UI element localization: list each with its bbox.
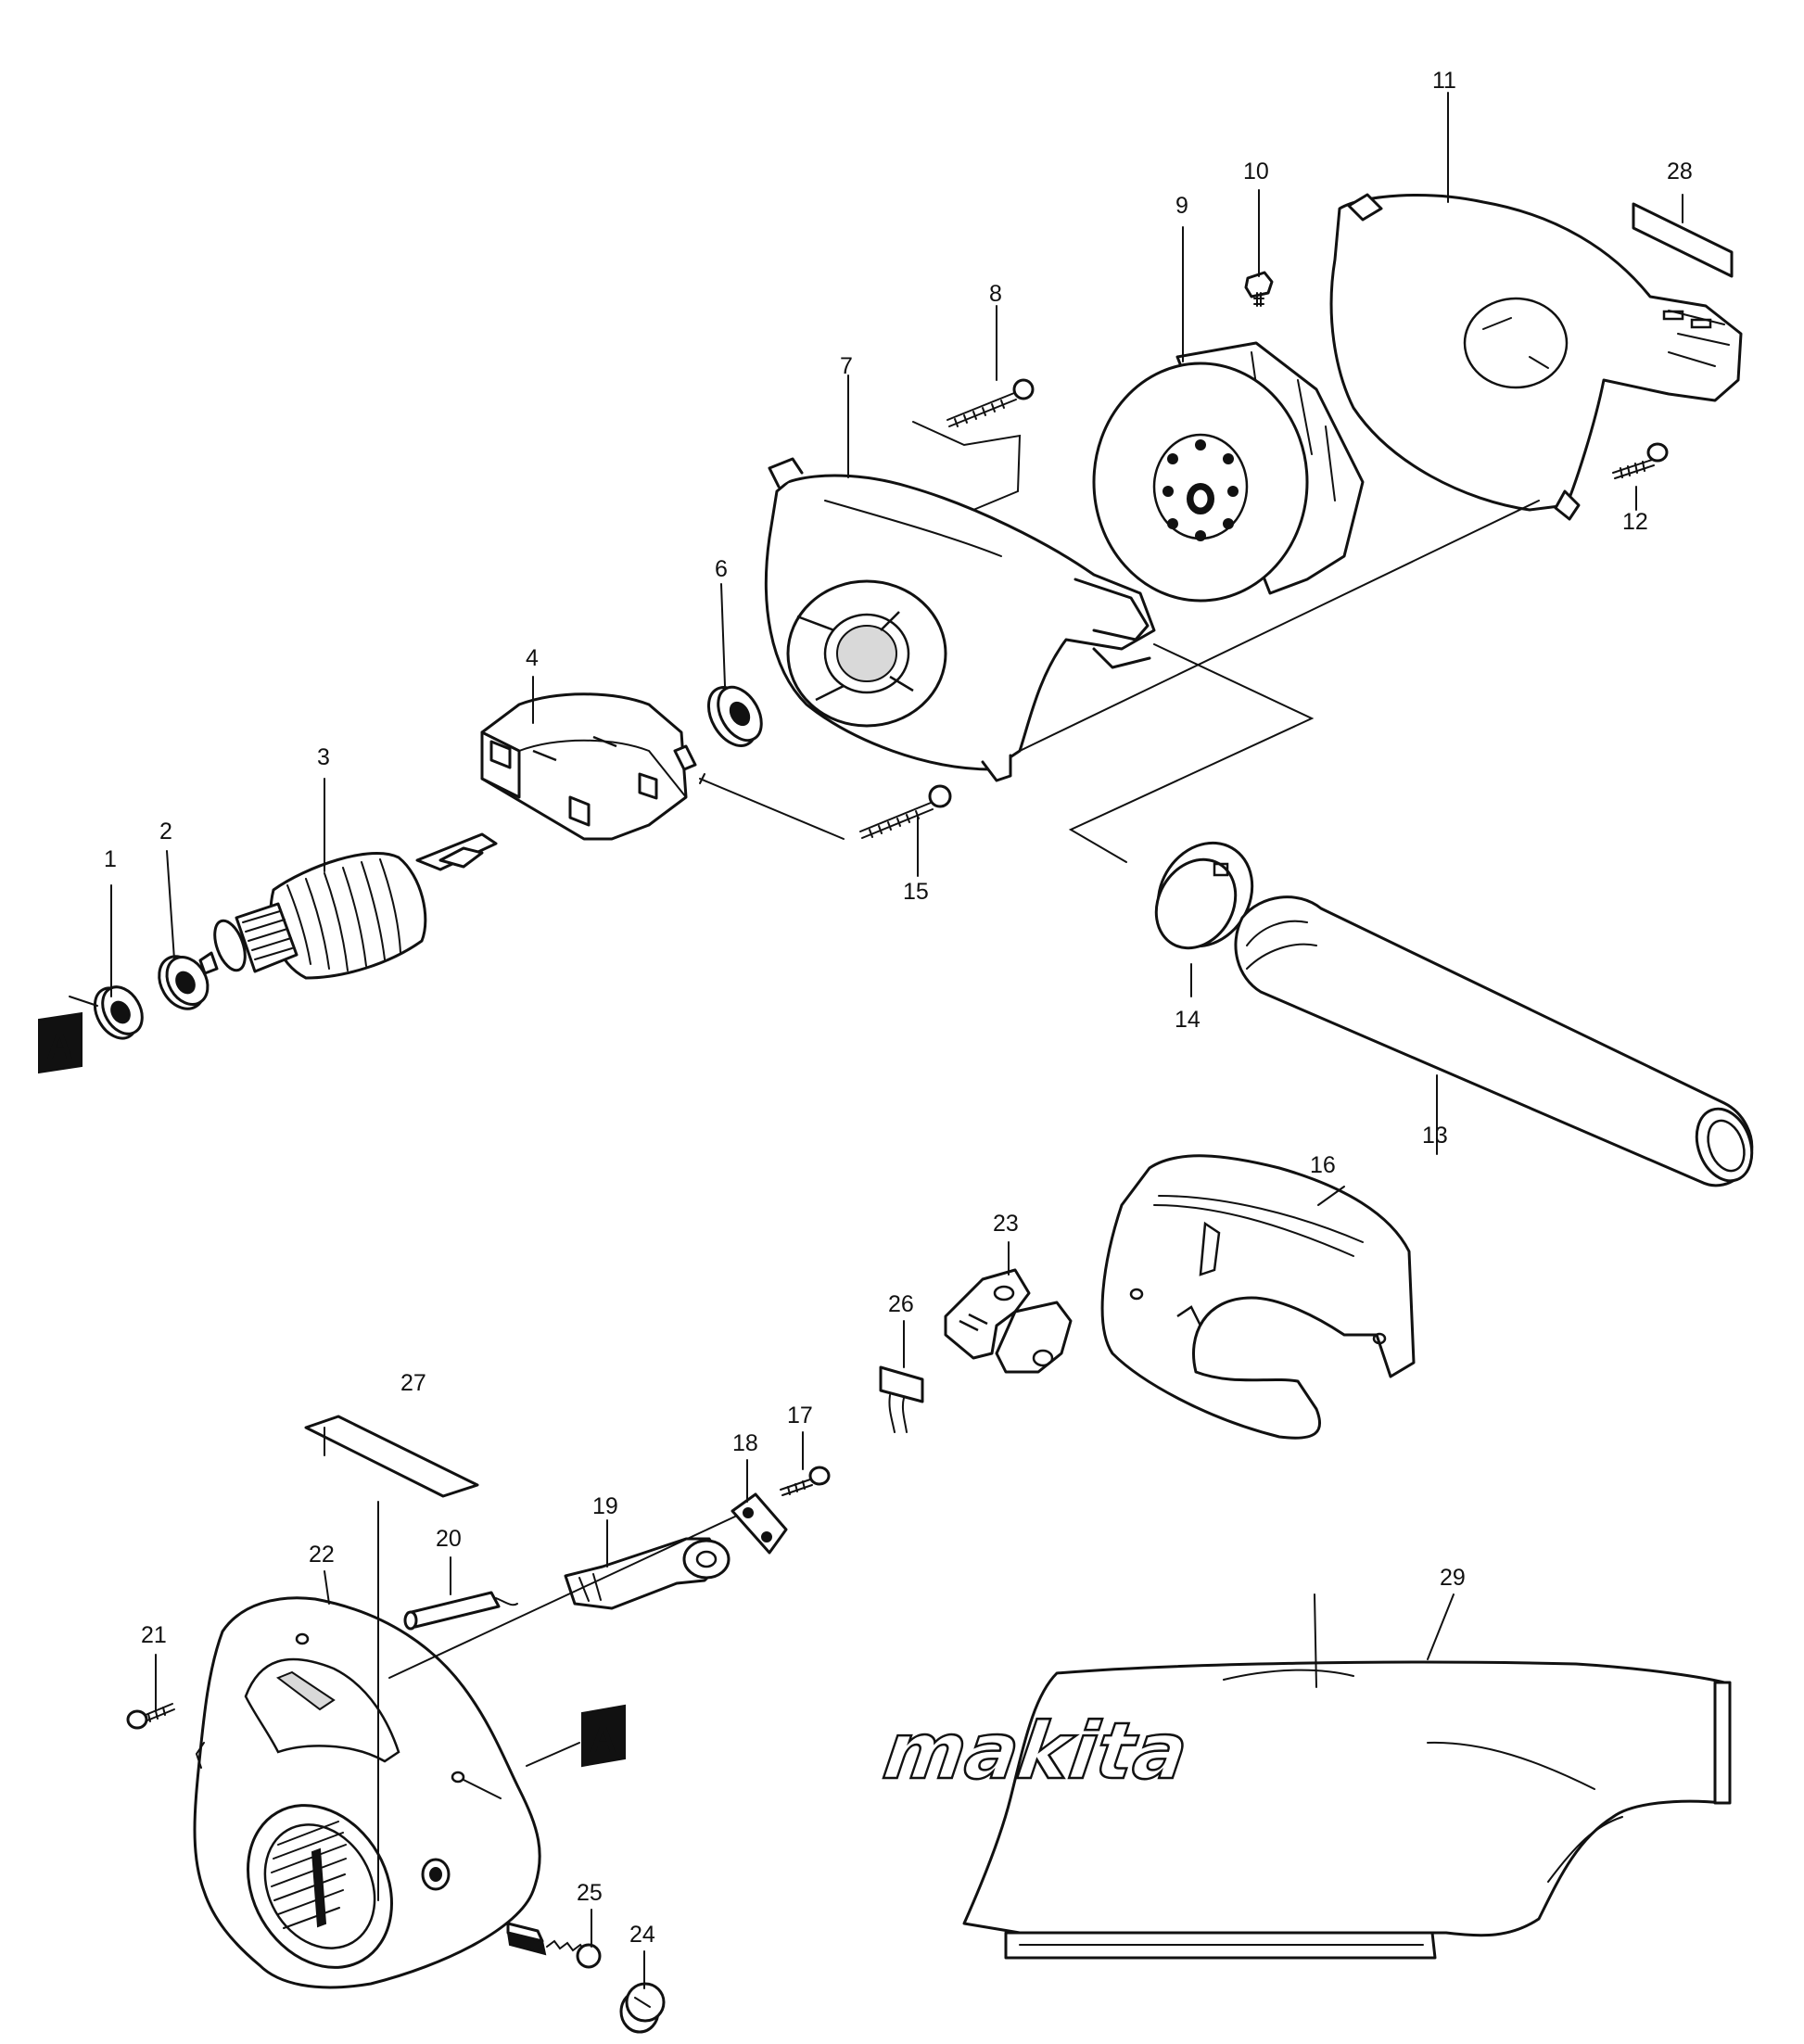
callout-16: 16 bbox=[1310, 1152, 1336, 1178]
part-26-capacitor bbox=[879, 1365, 924, 1433]
callout-4: 4 bbox=[526, 645, 539, 671]
callout-7: 7 bbox=[840, 353, 853, 379]
part-16-handle-half bbox=[1100, 1154, 1416, 1440]
part-14-ring bbox=[1154, 841, 1254, 950]
makita-logo: makita bbox=[879, 1706, 1193, 1796]
reference-marker-upper: A bbox=[38, 1011, 83, 1074]
part-23-switch bbox=[944, 1268, 1073, 1374]
part-20-wire bbox=[403, 1591, 518, 1631]
callout-27: 27 bbox=[400, 1370, 426, 1396]
callout-17: 17 bbox=[787, 1403, 813, 1428]
part-22-motor-housing bbox=[193, 1596, 541, 1989]
part-11-housing-cover bbox=[1329, 193, 1743, 521]
callout-2: 2 bbox=[159, 819, 172, 844]
part-1-bearing bbox=[93, 985, 144, 1040]
part-2-washer bbox=[158, 955, 210, 1010]
reference-marker-lower-text: A bbox=[590, 1720, 616, 1760]
part-27-label bbox=[304, 1415, 479, 1498]
part-10-screw bbox=[1244, 271, 1274, 307]
callout-12: 12 bbox=[1622, 509, 1648, 535]
part-6-bearing bbox=[706, 685, 763, 747]
callout-19: 19 bbox=[592, 1493, 618, 1519]
part-12-screw bbox=[1612, 442, 1669, 479]
part-28-label bbox=[1632, 202, 1734, 278]
callout-18: 18 bbox=[732, 1430, 758, 1456]
leader-lines bbox=[69, 92, 1683, 1989]
part-7-blower-housing bbox=[764, 457, 1156, 782]
callout-10: 10 bbox=[1243, 159, 1269, 184]
part-21-screw bbox=[126, 1703, 175, 1730]
part-17-screw bbox=[780, 1466, 831, 1496]
part-8-screw bbox=[946, 378, 1035, 427]
part-19-strain-relief bbox=[564, 1537, 730, 1610]
callout-15: 15 bbox=[903, 879, 929, 905]
part-18-cord-clamp bbox=[730, 1492, 788, 1555]
callout-11: 11 bbox=[1432, 68, 1456, 94]
part-15-screw bbox=[859, 784, 952, 839]
callout-3: 3 bbox=[317, 744, 330, 770]
callout-28: 28 bbox=[1667, 159, 1693, 184]
callout-6: 6 bbox=[715, 556, 728, 582]
callout-8: 8 bbox=[989, 281, 1002, 307]
callout-labels: 1 2 3 4 6 7 8 9 10 11 12 13 14 15 16 17 … bbox=[104, 68, 1693, 1948]
callout-21: 21 bbox=[141, 1622, 167, 1648]
callout-22: 22 bbox=[309, 1542, 335, 1568]
callout-26: 26 bbox=[888, 1291, 914, 1317]
part-9-fan bbox=[1092, 341, 1365, 603]
part-25-carbon-brush bbox=[506, 1922, 602, 1969]
callout-23: 23 bbox=[993, 1211, 1019, 1237]
part-24-brush-cap bbox=[619, 1982, 666, 2034]
part-13-nozzle bbox=[1234, 895, 1754, 1187]
callout-20: 20 bbox=[436, 1526, 462, 1552]
callout-24: 24 bbox=[629, 1922, 655, 1948]
reference-marker-lower: A bbox=[581, 1704, 626, 1768]
callout-29: 29 bbox=[1440, 1565, 1466, 1591]
callout-13: 13 bbox=[1422, 1123, 1448, 1149]
part-3-armature bbox=[198, 832, 498, 980]
part-4-stator bbox=[480, 692, 697, 841]
part-29-dust-bag bbox=[962, 1660, 1732, 1960]
callout-1: 1 bbox=[104, 846, 117, 872]
reference-marker-upper-text: A bbox=[46, 1026, 73, 1067]
callout-25: 25 bbox=[577, 1880, 603, 1906]
callout-14: 14 bbox=[1175, 1007, 1201, 1033]
callout-9: 9 bbox=[1175, 193, 1188, 219]
